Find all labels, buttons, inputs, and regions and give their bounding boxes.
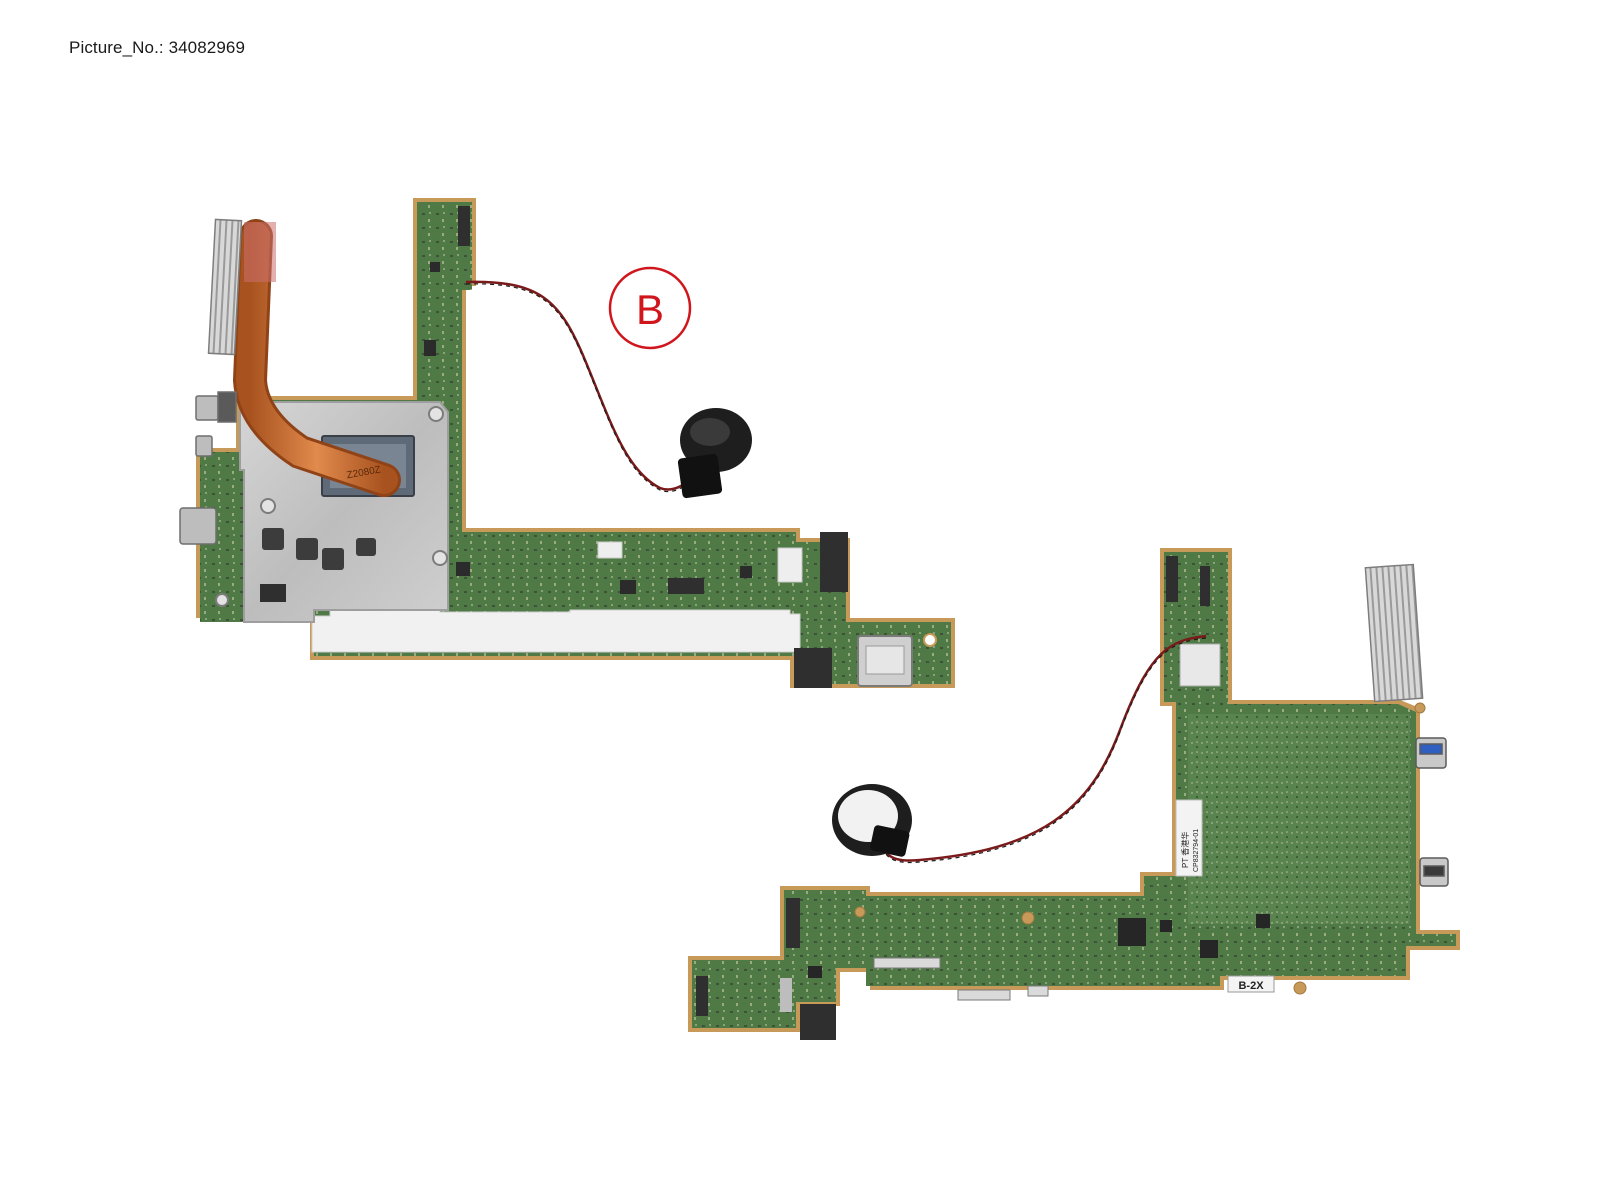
b2x-label: B-2X: [1238, 980, 1264, 992]
b2x-label-box: [1227, 975, 1275, 993]
bottom-board-side-ports: [1415, 737, 1449, 887]
sticker-line-2: CP832794-01: [1193, 829, 1200, 872]
top-cmos-battery: [465, 280, 752, 499]
top-board-tape-pads: [597, 541, 803, 583]
shield-screws: [215, 406, 448, 607]
bottom-board-mount-holes: [854, 702, 1426, 995]
top-board-chips: [424, 262, 752, 594]
bottom-mainboard: PT 香港华 CP832794-01 B-2X: [688, 548, 1460, 1040]
heatsink-fins: [207, 218, 243, 356]
mount-hole: [923, 633, 937, 647]
top-mainboard: Z2080Z: [179, 198, 955, 688]
top-board-side-ports: [179, 391, 237, 545]
callout-b: B: [608, 266, 692, 350]
bottom-board-shield-pad: [1179, 643, 1221, 687]
top-board-connectors: [260, 206, 848, 688]
bottom-heatsink-fins: [1364, 563, 1424, 703]
top-battery-cable: [465, 280, 691, 491]
callout-circle: [608, 266, 692, 350]
bottom-board-connectors: [696, 556, 1210, 1040]
bottom-board-component-field: [1188, 714, 1410, 924]
bottom-cmos-battery: [832, 634, 1207, 864]
bottom-board-fpc-sockets: [873, 957, 1049, 1001]
bottom-board-chips: [808, 914, 1270, 978]
sticker-line-1: PT 香港华: [1180, 832, 1190, 868]
bottom-battery-cable: [884, 634, 1207, 862]
bottom-board-sticker: PT 香港华 CP832794-01: [1175, 799, 1203, 877]
callout-letter: B: [636, 286, 664, 333]
power-inductors: [262, 528, 376, 570]
picture-number-caption: Picture_No.: 34082969: [69, 38, 246, 57]
